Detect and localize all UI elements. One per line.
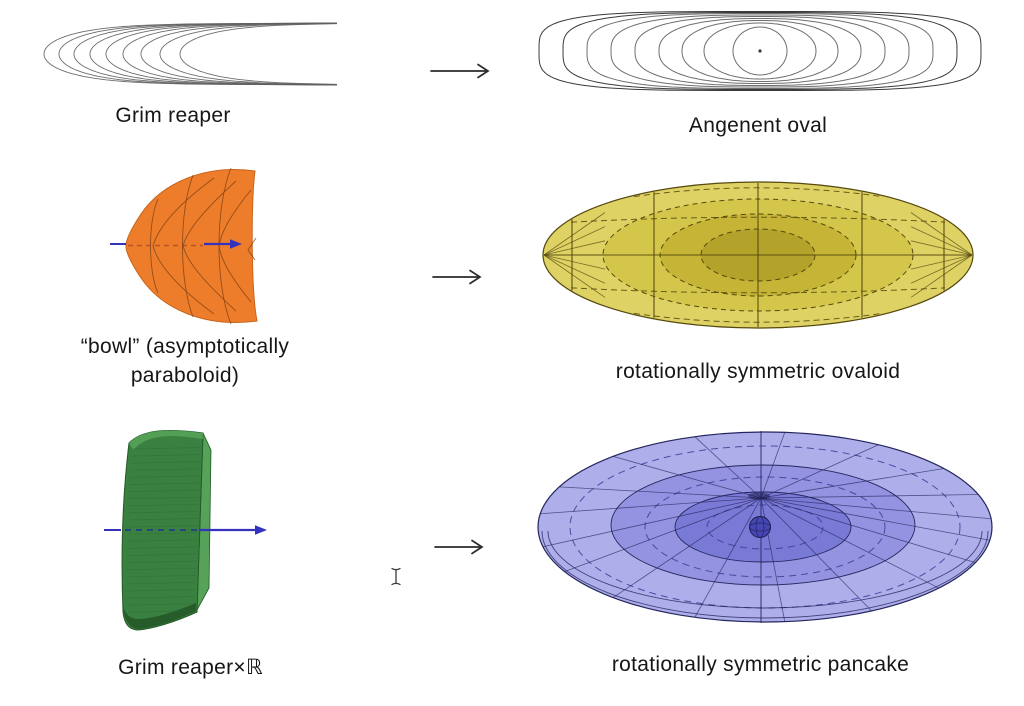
caption-grim-reaper-times-r: Grim reaper×ℝ <box>118 656 263 679</box>
caption-grim-reaper: Grim reaper <box>115 104 231 127</box>
maps-to-arrow-row1 <box>430 63 490 79</box>
ibeam-cursor-icon <box>391 567 401 586</box>
pancake-figure <box>537 431 993 623</box>
ovaloid-figure <box>542 181 974 329</box>
maps-to-arrow-row3 <box>434 539 484 555</box>
grim-reaper-curves-figure <box>43 22 338 86</box>
slab-striation-lines <box>125 447 200 613</box>
slab-top-curl <box>129 430 203 450</box>
bowl-soliton-figure <box>110 167 258 325</box>
caption-bowl-line1: “bowl” (asymptotically <box>80 335 290 358</box>
grim-reaper-times-r-figure <box>104 429 267 631</box>
maps-to-arrow-row2 <box>432 269 482 285</box>
caption-pancake: rotationally symmetric pancake <box>611 653 910 676</box>
velocity-arrow <box>204 239 242 249</box>
caption-angenent-oval: Angenent oval <box>688 114 828 137</box>
slab-bottom-curl <box>123 603 196 629</box>
caption-bowl-line2: paraboloid) <box>130 364 240 387</box>
angenent-oval-figure <box>538 11 982 91</box>
caption-bowl: “bowl” (asymptotically paraboloid) <box>50 332 320 390</box>
axis-arrow <box>104 525 267 535</box>
caption-ovaloid: rotationally symmetric ovaloid <box>615 360 901 383</box>
